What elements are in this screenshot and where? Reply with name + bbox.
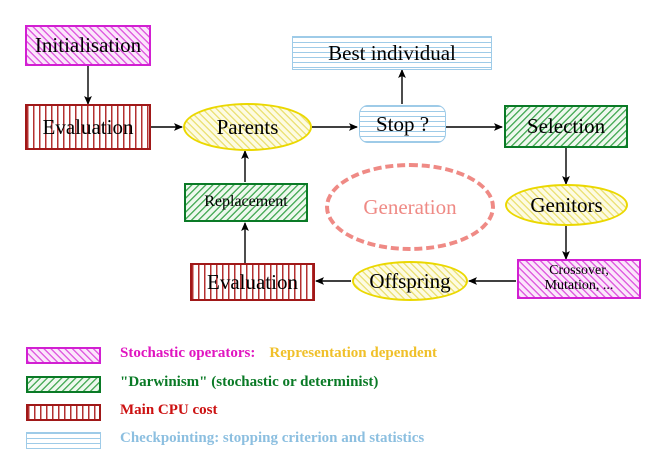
legend-swatch-main-cpu-cost	[26, 404, 101, 421]
node-best-individual-label: Best individual	[328, 40, 456, 65]
node-selection-label: Selection	[526, 114, 606, 139]
node-replacement-label: Replacement	[204, 193, 288, 211]
node-initialisation[interactable]: Initialisation	[25, 25, 151, 66]
node-evaluation-top[interactable]: Evaluation	[25, 104, 151, 150]
node-offspring-label: Offspring	[369, 268, 451, 293]
legend-label-main-cpu-cost: Main CPU cost	[120, 402, 218, 418]
node-offspring[interactable]: Offspring	[352, 261, 468, 301]
legend-swatch-stochastic-operators	[26, 347, 101, 364]
node-parents[interactable]: Parents	[183, 103, 312, 151]
legend-swatch-checkpointing	[26, 432, 101, 449]
node-initialisation-label: Initialisation	[34, 33, 142, 58]
legend-row-stochastic-operators: Stochastic operators: Representation depe…	[120, 345, 437, 362]
node-stop[interactable]: Stop ?	[359, 105, 446, 143]
node-stop-label: Stop ?	[375, 111, 430, 136]
node-genitors-label: Genitors	[530, 192, 603, 217]
generation-annotation: Generation	[325, 163, 495, 251]
node-crossover-mutation[interactable]: Crossover, Mutation, ...	[517, 259, 641, 299]
legend-row-darwinism: "Darwinism" (stochastic or determinist)	[120, 374, 378, 391]
legend-label-checkpointing: Checkpointing: stopping criterion and st…	[120, 430, 425, 446]
node-evaluation-bottom-label: Evaluation	[207, 269, 298, 294]
node-best-individual[interactable]: Best individual	[292, 36, 492, 70]
generation-label: Generation	[363, 194, 457, 219]
node-replacement[interactable]: Replacement	[184, 183, 308, 222]
legend-row-main-cpu-cost: Main CPU cost	[120, 402, 218, 419]
node-evaluation-bottom[interactable]: Evaluation	[190, 263, 315, 301]
legend-label-stochastic-operators: Stochastic operators:	[120, 345, 256, 361]
legend-row-checkpointing: Checkpointing: stopping criterion and st…	[120, 430, 424, 447]
node-evaluation-top-label: Evaluation	[42, 114, 134, 139]
node-crossover-mutation-label: Crossover, Mutation, ...	[544, 263, 614, 293]
legend-sublabel-representation-dependent: Representation dependent	[269, 345, 438, 361]
node-selection[interactable]: Selection	[504, 105, 628, 148]
node-genitors[interactable]: Genitors	[505, 184, 628, 226]
node-parents-label: Parents	[216, 114, 279, 139]
legend-swatch-darwinism	[26, 376, 101, 393]
legend-label-darwinism: "Darwinism" (stochastic or determinist)	[120, 374, 379, 390]
